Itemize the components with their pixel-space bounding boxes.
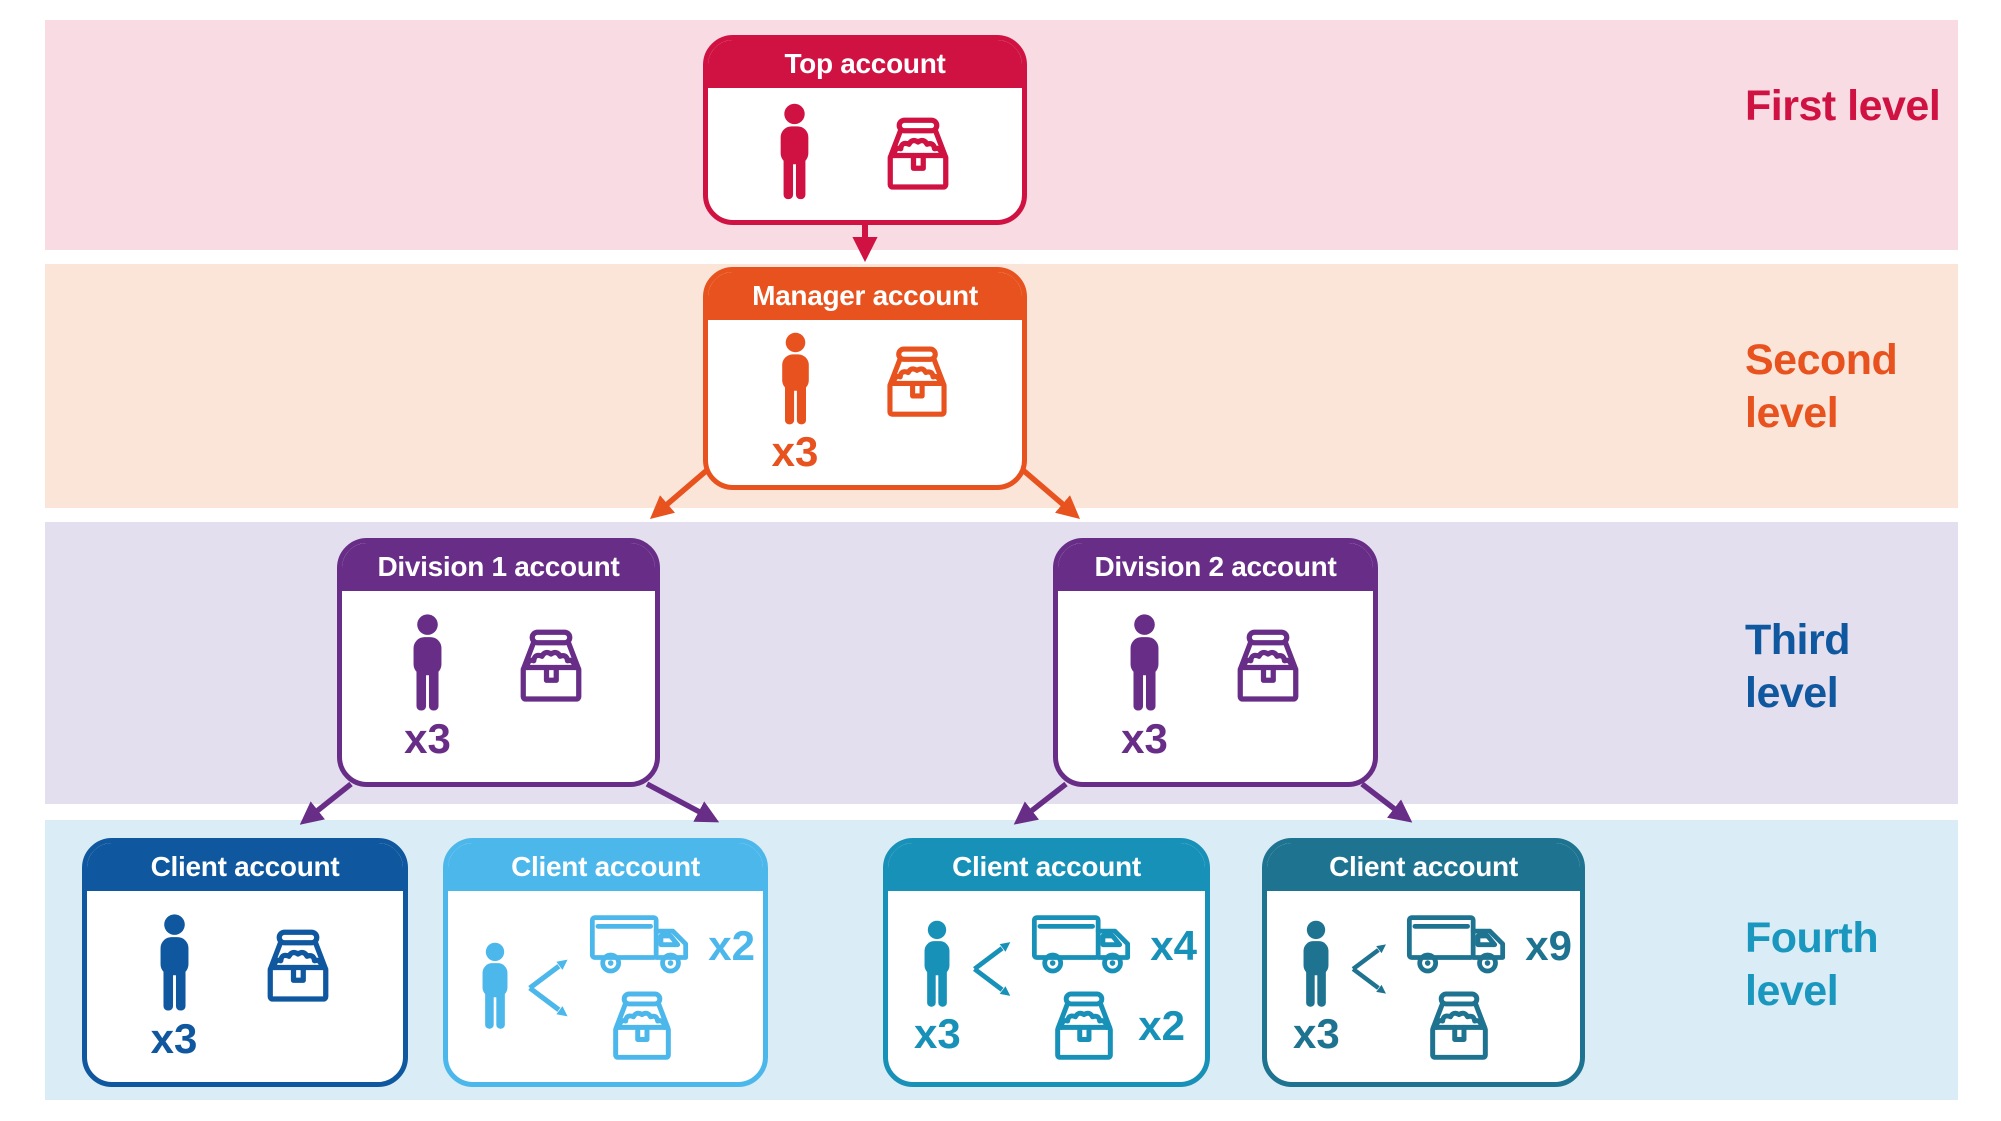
treasure-chest-icon <box>602 989 682 1063</box>
chest-multiplier: x2 <box>1138 1002 1185 1049</box>
client1-account-title: Client account <box>87 843 403 891</box>
person-multiplier: x3 <box>1293 1009 1340 1057</box>
treasure-chest-icon <box>1419 989 1499 1063</box>
person-multiplier: x3 <box>771 427 819 475</box>
treasure-chest-icon <box>256 927 340 1005</box>
delivery-truck-icon <box>1405 912 1511 979</box>
client4-account-box: Client account x3 x9 <box>1262 838 1585 1087</box>
person-multiplier: x3 <box>1121 714 1168 762</box>
division2-account-title: Division 2 account <box>1058 543 1373 591</box>
division2-account-box: Division 2 account x3 <box>1053 538 1378 787</box>
person-icon <box>1295 920 1337 1012</box>
arrow-division1-to-client1 <box>299 781 353 825</box>
division1-account-box: Division 1 account x3 <box>337 538 660 787</box>
manager-account-title: Manager account <box>708 272 1022 320</box>
treasure-chest-icon <box>1044 989 1124 1063</box>
person-multiplier: x3 <box>404 714 451 762</box>
top-account-title: Top account <box>708 40 1022 88</box>
branch-arrows-icon <box>969 924 1019 1014</box>
person-icon <box>151 913 198 1017</box>
client2-account-title: Client account <box>448 843 763 891</box>
manager-account-box: Manager account x3 <box>703 267 1027 490</box>
person-icon <box>773 332 818 430</box>
person-icon <box>404 613 451 717</box>
arrow-division2-to-client4 <box>1360 781 1413 823</box>
second-level-label: Second level <box>1745 336 1898 437</box>
arrow-manager-to-division2 <box>1015 462 1081 520</box>
client2-account-box: Client account x2 <box>443 838 768 1087</box>
person-icon <box>474 942 516 1034</box>
branch-arrows-icon <box>1348 924 1394 1014</box>
delivery-truck-icon <box>588 912 694 979</box>
person-icon <box>1121 613 1168 717</box>
person-icon <box>916 920 958 1012</box>
top-account-box: Top account <box>703 35 1027 225</box>
person-icon <box>771 103 818 205</box>
delivery-truck-icon <box>1030 912 1136 979</box>
truck-multiplier: x4 <box>1150 921 1197 969</box>
fourth-level-label: Fourth level <box>1745 914 1879 1015</box>
treasure-chest-icon <box>1226 627 1310 705</box>
arrow-manager-to-division1 <box>649 462 715 520</box>
branch-arrows-icon <box>524 943 576 1033</box>
truck-multiplier: x9 <box>1525 921 1572 969</box>
person-multiplier: x3 <box>150 1014 198 1062</box>
arrow-division2-to-client3 <box>1013 781 1068 825</box>
arrow-division1-to-client2 <box>645 781 720 823</box>
first-level-label: First level <box>1745 82 1941 130</box>
division1-account-title: Division 1 account <box>342 543 655 591</box>
treasure-chest-icon <box>876 344 958 420</box>
client3-account-box: Client account x3 x4 x2 <box>883 838 1210 1087</box>
treasure-chest-icon <box>876 115 960 193</box>
client4-account-title: Client account <box>1267 843 1580 891</box>
client1-account-box: Client account x3 <box>82 838 408 1087</box>
treasure-chest-icon <box>509 627 593 705</box>
third-level-label: Third level <box>1745 616 1850 717</box>
client3-account-title: Client account <box>888 843 1205 891</box>
truck-multiplier: x2 <box>708 921 755 969</box>
person-multiplier: x3 <box>914 1009 961 1057</box>
